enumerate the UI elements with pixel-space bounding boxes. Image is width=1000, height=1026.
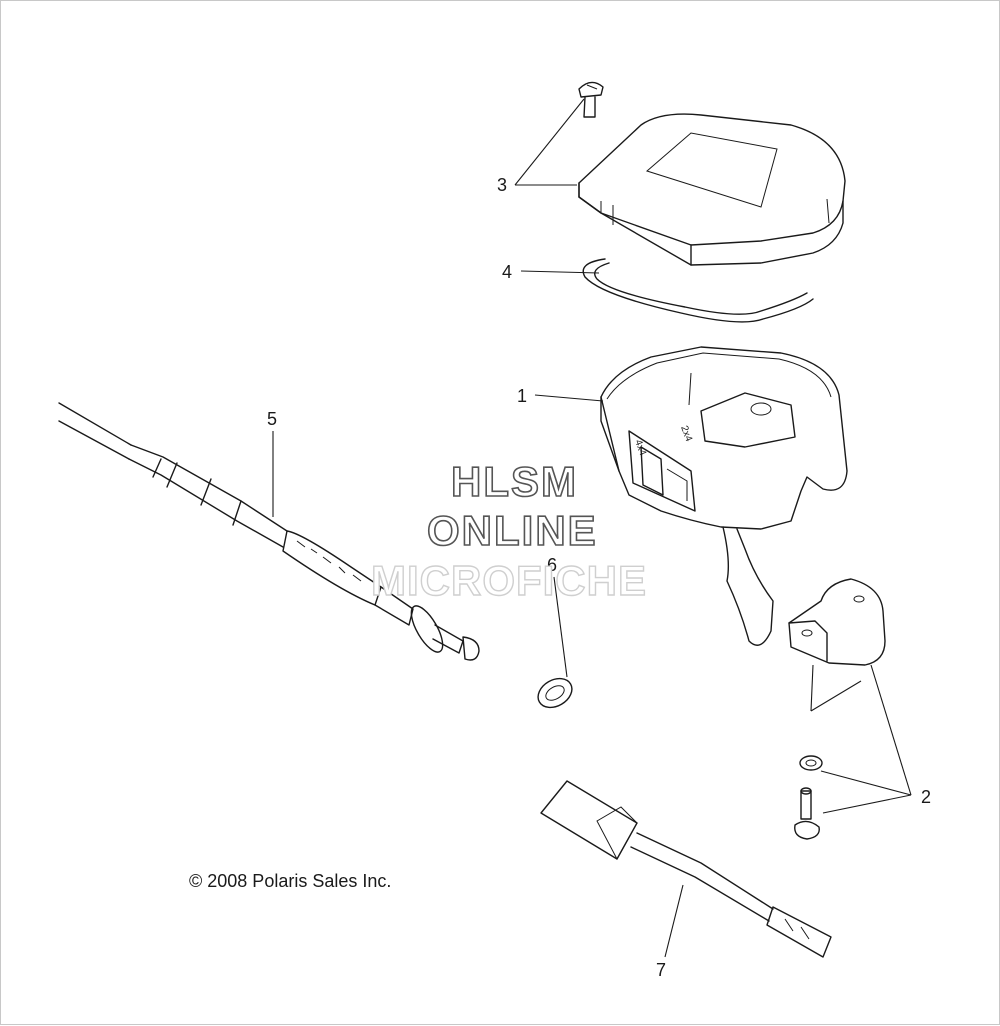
part-1-switch-housing: 4x4 2x4 [600, 346, 848, 646]
part-5-cable [58, 402, 480, 661]
watermark-line3: MICROFICHE [371, 557, 647, 604]
callout-7: 7 [656, 960, 666, 980]
part-2-washer [799, 755, 823, 771]
part-3-screw [578, 81, 604, 118]
part-2-screw [794, 787, 820, 840]
switch-label-4x4: 4x4 [632, 438, 648, 457]
switch-label-2x4: 2x4 [678, 424, 694, 443]
callout-1: 1 [517, 386, 527, 406]
leader-lines [272, 98, 912, 958]
callout-2: 2 [921, 787, 931, 807]
part-7-harness [540, 780, 832, 958]
watermark-line1: HLSM [451, 458, 578, 505]
callout-4: 4 [502, 262, 512, 282]
callout-5: 5 [267, 409, 277, 429]
copyright-text: © 2008 Polaris Sales Inc. [189, 871, 391, 891]
part-3-cover [578, 113, 846, 266]
callout-6: 6 [547, 555, 557, 575]
part-2-clamp [788, 578, 886, 666]
part-4-gasket [582, 258, 814, 323]
part-6-oring [537, 677, 573, 709]
callout-3: 3 [497, 175, 507, 195]
watermark-line2: ONLINE [427, 507, 598, 554]
